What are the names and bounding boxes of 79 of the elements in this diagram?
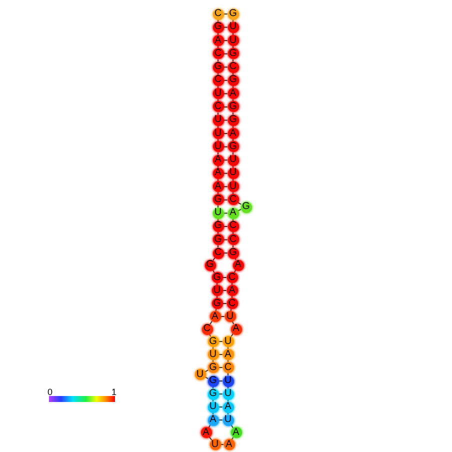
nucleotide-letter: G	[214, 22, 222, 32]
nucleotide-letter: U	[214, 142, 222, 152]
nucleotide-letter: A	[214, 168, 222, 178]
nucleotide-letter: G	[206, 260, 214, 270]
nucleotide-letter: U	[214, 115, 222, 126]
nucleotide-letter: U	[226, 312, 234, 322]
nucleotide-letter: U	[229, 22, 237, 32]
nucleotide-letter: C	[228, 298, 236, 308]
nucleotide-letter: A	[212, 312, 218, 322]
nucleotide-letter: G	[242, 202, 250, 212]
nucleotide-letter: A	[230, 88, 236, 99]
backbone-line	[209, 320, 213, 325]
nucleotide-letter: U	[214, 208, 222, 218]
nucleotide-letter: U	[214, 128, 222, 139]
backbone-line	[212, 346, 214, 350]
nucleotide-letter: U	[229, 155, 237, 166]
nucleotide-letter: C	[229, 62, 237, 72]
nucleotide-letter: G	[209, 362, 217, 372]
nucleotide-letter: U	[229, 168, 237, 178]
nucleotide-letter: G	[229, 102, 237, 112]
nucleotide-letter: A	[232, 428, 240, 438]
scale-value-label: 1	[112, 388, 116, 396]
nucleotide-letter: G	[209, 376, 217, 386]
nucleotide-letter: U	[229, 182, 237, 192]
nucleotide-letter: C	[214, 248, 222, 258]
nucleotide-letter: U	[229, 36, 237, 46]
backbone-line	[212, 360, 214, 362]
nucleotide-letter: G	[214, 62, 222, 72]
nucleotide-letter: U	[214, 88, 222, 99]
nucleotide-letter: C	[214, 9, 222, 19]
nucleotide-letter: A	[226, 440, 232, 450]
nucleotide-letter: A	[214, 36, 222, 46]
nucleotide-letter: U	[224, 415, 232, 425]
backbone-line	[212, 257, 216, 261]
nucleotide-letter: A	[224, 402, 232, 412]
nucleotide-letter: G	[213, 272, 221, 282]
nucleotide-letter: A	[210, 415, 216, 425]
nucleotide-letter: A	[224, 350, 232, 360]
nucleotide-letter: U	[224, 376, 232, 386]
nucleotide-letter: G	[209, 389, 217, 399]
nucleotide-letter: G	[214, 221, 222, 232]
nucleotide-letter: U	[209, 350, 217, 360]
nucleotide-letter: U	[209, 402, 217, 412]
nucleotide-letter: C	[229, 194, 237, 205]
nucleotide-letter: C	[203, 324, 211, 334]
nucleotide-letter: G	[229, 248, 237, 258]
nucleotide-letter: U	[213, 286, 221, 296]
nucleotide-letter: U	[224, 389, 232, 399]
nucleotide-letter: G	[209, 336, 217, 346]
nucleotide-letter: G	[213, 298, 221, 308]
nucleotide-letter: G	[229, 75, 237, 86]
nucleotide-letter: U	[196, 370, 204, 380]
nucleotide-letter: A	[234, 260, 242, 270]
nucleotide-letter: G	[229, 115, 237, 126]
nucleotide-letter: C	[214, 102, 222, 112]
nucleotide-letter: U	[211, 440, 219, 450]
nucleotide-letter: A	[214, 182, 222, 192]
nucleotide-letter: G	[229, 142, 237, 152]
nucleotide-letter: A	[232, 324, 240, 334]
backbone-line	[216, 282, 218, 286]
backbone-line	[232, 320, 234, 325]
backbone-line	[216, 296, 218, 298]
nucleotide-letter: C	[214, 48, 222, 59]
nucleotide-letter: G	[229, 48, 237, 59]
nucleotide-letter: G	[214, 194, 222, 205]
nucleotide-letter: A	[202, 428, 210, 438]
nucleotide-letter: A	[214, 155, 222, 166]
nucleotide-letter: C	[229, 234, 237, 245]
nucleotide-letter: A	[230, 208, 236, 218]
nucleotide-letter: C	[224, 362, 232, 372]
nucleotide-letter: C	[214, 75, 222, 86]
nucleotide-letter: A	[228, 286, 236, 296]
scale-value-label: 0	[48, 388, 52, 396]
nucleotide-letter: C	[228, 272, 236, 282]
nucleotide-letter: G	[214, 234, 222, 245]
nucleotide-letter: A	[230, 128, 236, 139]
nucleotide-letter: C	[229, 221, 237, 232]
nucleotide-letter: U	[224, 336, 232, 346]
nucleotide-letter: G	[229, 9, 237, 19]
